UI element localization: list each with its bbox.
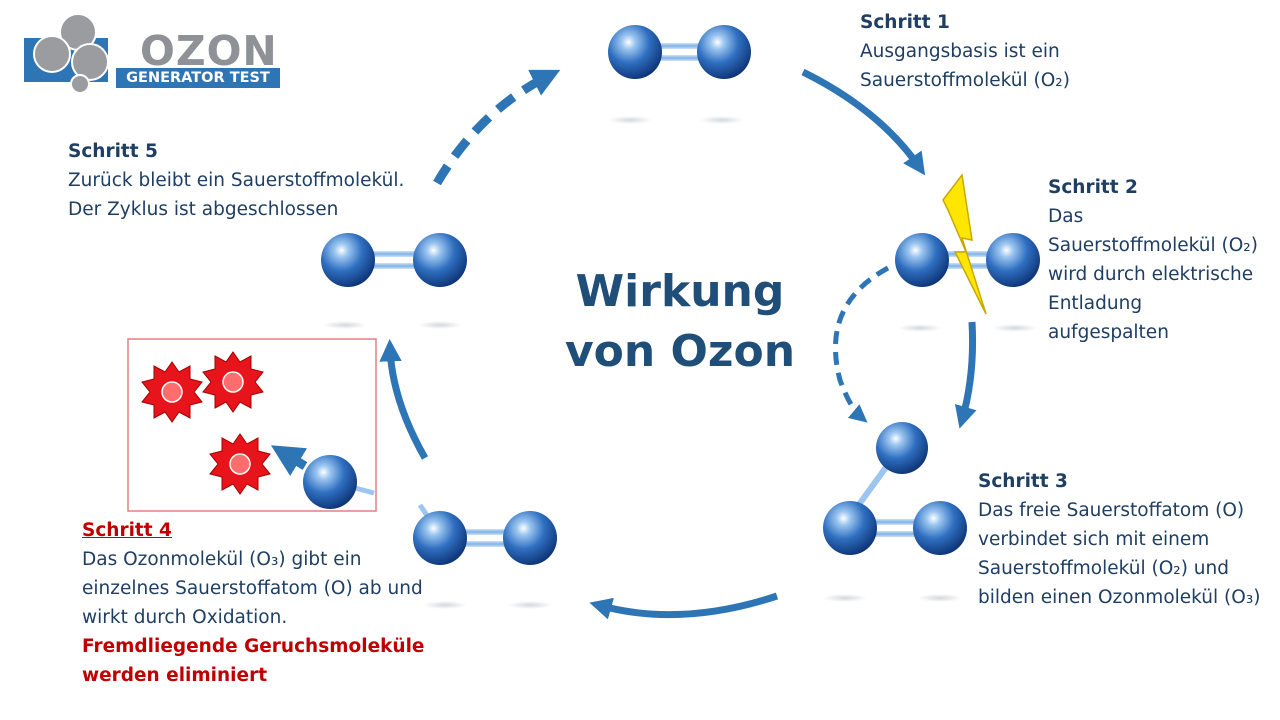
diagram-title: Wirkung von Ozon bbox=[530, 262, 830, 382]
cycle-arrow-split-atom bbox=[833, 265, 890, 423]
ozone-molecule-icon bbox=[823, 422, 967, 602]
cycle-arrow-4-to-5 bbox=[379, 339, 429, 460]
step-text: Das freie Sauerstoffatom (O) bbox=[978, 500, 1245, 521]
step-text: wirkt durch Oxidation. bbox=[82, 607, 288, 628]
step-1: Schritt 1 Ausgangsbasis ist ein Sauersto… bbox=[860, 8, 1070, 95]
step-3: Schritt 3 Das freie Sauerstoffatom (O) v… bbox=[978, 467, 1260, 612]
step-text: Entladung bbox=[1048, 293, 1143, 314]
step-4: Schritt 4 Das Ozonmolekül (O₃) gibt ein … bbox=[82, 516, 424, 690]
step-warning: Fremdliegende Geruchsmoleküle bbox=[82, 636, 425, 657]
step-text: Sauerstoffmolekül (O₂) bbox=[1048, 235, 1258, 256]
cycle-arrow-3-to-4 bbox=[589, 592, 779, 620]
oxygen-molecule-icon bbox=[321, 233, 467, 329]
step-text: Zurück bleibt ein Sauerstoffmolekül. bbox=[68, 170, 405, 191]
step-text: aufgespalten bbox=[1048, 322, 1169, 343]
cycle-arrow-2-to-3 bbox=[954, 321, 977, 429]
odor-molecule-icon bbox=[202, 351, 264, 413]
oxygen-atom-icon bbox=[303, 455, 375, 509]
step-title: Schritt 5 bbox=[68, 141, 158, 162]
step-text: Sauerstoffmolekül (O₂) und bbox=[978, 558, 1229, 579]
step-text: Der Zyklus ist abgeschlossen bbox=[68, 199, 339, 220]
odor-molecule-icon bbox=[209, 433, 271, 495]
step-2: Schritt 2 Das Sauerstoffmolekül (O₂) wir… bbox=[1048, 173, 1258, 347]
cycle-arrow-1-to-2 bbox=[801, 68, 926, 176]
step-text: Das Ozonmolekül (O₃) gibt ein bbox=[82, 549, 362, 570]
logo-subtitle: GENERATOR TEST bbox=[116, 68, 280, 88]
lightning-icon bbox=[942, 173, 987, 315]
step-title: Schritt 2 bbox=[1048, 177, 1138, 198]
step-title: Schritt 1 bbox=[860, 12, 950, 33]
oxygen-molecule-icon bbox=[608, 25, 751, 124]
step-text: einzelnes Sauerstoffatom (O) ab und bbox=[82, 578, 423, 599]
logo: OZON bbox=[22, 12, 292, 94]
cycle-arrow-5-to-1 bbox=[433, 69, 561, 186]
step-text: Ausgangsbasis ist ein bbox=[860, 41, 1060, 62]
oxygen-molecule-icon bbox=[413, 503, 557, 609]
step-title: Schritt 4 bbox=[82, 520, 172, 541]
logo-molecule-icon bbox=[24, 13, 109, 94]
step-text: bilden einen Ozonmolekül (O₃) bbox=[978, 587, 1261, 608]
step-text: verbindet sich mit einem bbox=[978, 529, 1210, 550]
oxidation-arrow bbox=[270, 445, 308, 476]
odor-molecule-icon bbox=[141, 361, 203, 423]
step-text: wird durch elektrische bbox=[1048, 264, 1254, 285]
step-text: Sauerstoffmolekül (O₂) bbox=[860, 70, 1070, 91]
oxygen-molecule-icon bbox=[895, 233, 1040, 332]
step-title: Schritt 3 bbox=[978, 471, 1068, 492]
step-5: Schritt 5 Zurück bleibt ein Sauerstoffmo… bbox=[68, 137, 404, 224]
diagram-title-line-1: Wirkung bbox=[575, 266, 785, 317]
logo-word: OZON bbox=[140, 27, 278, 75]
step-warning: werden eliminiert bbox=[82, 665, 268, 686]
diagram-title-line-2: von Ozon bbox=[564, 326, 796, 377]
step-text: Das bbox=[1048, 206, 1084, 227]
